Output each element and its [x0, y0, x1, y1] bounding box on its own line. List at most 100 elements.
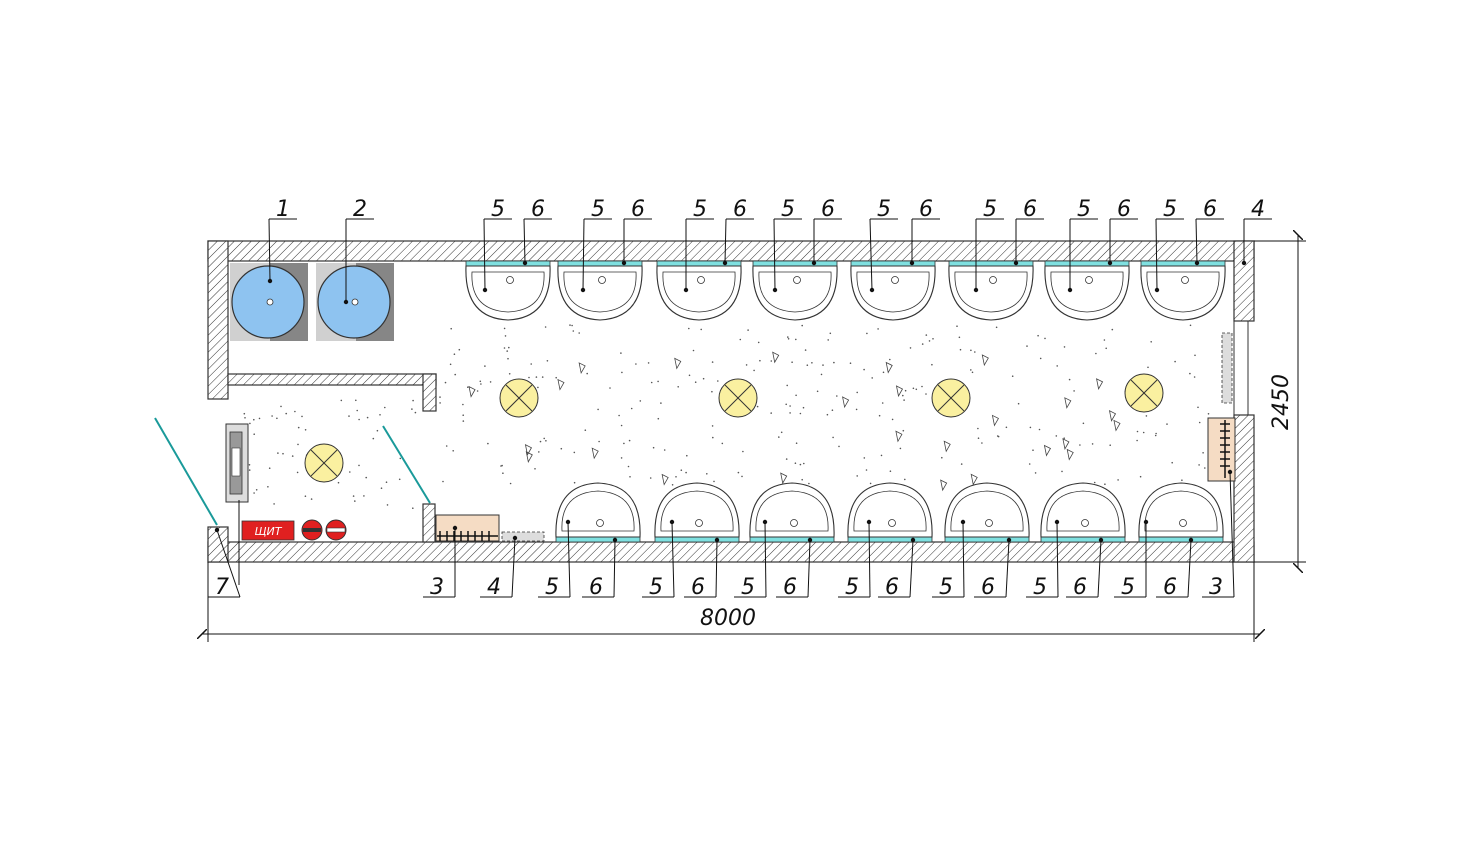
- callout-bottom: 6: [684, 537, 720, 600]
- heater-icon: [435, 514, 500, 542]
- callout-top: 5: [1067, 197, 1098, 293]
- callout-label: 5: [591, 197, 605, 222]
- callout-top: 5: [482, 197, 512, 293]
- washbasin-icon: [1044, 260, 1130, 321]
- callout-label: 6: [1203, 197, 1217, 222]
- electric-panel-icon: ЩИТ: [241, 520, 295, 541]
- ceiling-light-icon: [931, 378, 971, 418]
- callout-top: 6: [1107, 197, 1138, 266]
- wall-left-upper: [207, 240, 229, 400]
- callout-top: 5: [1154, 197, 1184, 293]
- callout-label: 1: [276, 197, 290, 222]
- radiator-small: [501, 531, 545, 542]
- callout-top: 5: [580, 197, 612, 293]
- callout-top: 5: [869, 197, 898, 293]
- callout-label: 5: [545, 575, 559, 600]
- callout-top: 6: [722, 197, 754, 266]
- callout-label: 5: [781, 197, 795, 222]
- washbasin-icon: [1140, 260, 1226, 321]
- washbasin-icon: [654, 482, 740, 543]
- callout-bottom: 5: [838, 519, 872, 600]
- callout-bottom: 5: [734, 519, 768, 600]
- callout-label: 4: [487, 575, 501, 600]
- callout-bottom: 5: [1026, 519, 1060, 600]
- callout-bottom: 3: [1202, 469, 1235, 600]
- wall-left-lower: [207, 526, 229, 563]
- washbasin-icon: [1040, 482, 1126, 543]
- callout-bottom: 6: [974, 537, 1012, 600]
- callout-label: 6: [1163, 575, 1177, 600]
- callout-label: 5: [491, 197, 505, 222]
- washbasin-icon: [1138, 482, 1224, 543]
- wall-right-lower: [1233, 414, 1255, 563]
- callout-label: 6: [1023, 197, 1037, 222]
- callout-bottom: 6: [1156, 537, 1194, 600]
- callout-bottom: 6: [582, 537, 618, 600]
- washbasin-icon: [557, 260, 643, 321]
- callout-top: 4: [1241, 197, 1272, 266]
- callout-label: 6: [631, 197, 645, 222]
- walls: [207, 240, 1255, 563]
- callout-top: 6: [811, 197, 842, 266]
- callout-label: 5: [845, 575, 859, 600]
- callout-label: 6: [919, 197, 933, 222]
- water-tank-1: [230, 263, 308, 341]
- callout-label: 5: [649, 575, 663, 600]
- washbasin-icon: [555, 482, 641, 543]
- washbasin-icon: [749, 482, 835, 543]
- callout-label: 5: [741, 575, 755, 600]
- door-swing-icon: [382, 425, 431, 504]
- callout-top: 6: [909, 197, 940, 266]
- callout-label: 2: [353, 197, 367, 222]
- ceiling-light-icon: [1124, 373, 1164, 413]
- callout-label: 5: [1033, 575, 1047, 600]
- dimension-width-label: 2450: [1269, 374, 1294, 430]
- callout-label: 6: [981, 575, 995, 600]
- washbasin-icon: [465, 260, 551, 321]
- callout-top: 6: [522, 197, 552, 266]
- callout-bottom: 5: [642, 519, 675, 600]
- callout-label: 5: [693, 197, 707, 222]
- callout-label: 3: [430, 575, 444, 600]
- callout-bottom: 6: [878, 537, 916, 600]
- callout-bottom: 5: [932, 519, 966, 600]
- callout-label: 6: [531, 197, 545, 222]
- callout-label: 7: [215, 575, 229, 600]
- callout-label: 5: [1077, 197, 1091, 222]
- callout-label: 5: [1121, 575, 1135, 600]
- callout-bottom: 5: [1114, 519, 1149, 600]
- callout-top: 6: [1194, 197, 1224, 266]
- callout-bottom: 6: [776, 537, 813, 600]
- callout-top: 2: [343, 197, 374, 305]
- callout-bottom: 4: [480, 535, 518, 600]
- callout-label: 6: [885, 575, 899, 600]
- callout-top: 5: [683, 197, 714, 293]
- callout-label: 6: [691, 575, 705, 600]
- washbasin-icon: [944, 482, 1030, 543]
- ceiling-light-icon: [304, 443, 344, 483]
- water-tank-2: [316, 263, 394, 341]
- callout-label: 5: [983, 197, 997, 222]
- callout-label: 6: [783, 575, 797, 600]
- callout-top: 5: [973, 197, 1004, 293]
- callout-bottom: 7: [208, 527, 241, 600]
- callout-label: 3: [1209, 575, 1223, 600]
- washbasin-icon: [850, 260, 936, 321]
- callout-label: 5: [939, 575, 953, 600]
- wall-top: [207, 240, 1255, 262]
- washbasin-icon: [752, 260, 838, 321]
- callout-label: 6: [821, 197, 835, 222]
- callout-label: 6: [1117, 197, 1131, 222]
- dimension-length-label: 8000: [700, 606, 756, 631]
- door-swing-icon: [154, 417, 218, 526]
- callout-label: 6: [589, 575, 603, 600]
- ceiling-light-icon: [718, 378, 758, 418]
- fire-extinguisher-1: [301, 519, 323, 541]
- callout-top: 1: [267, 197, 297, 284]
- dimension-width: [1254, 235, 1306, 568]
- callout-label: 6: [1073, 575, 1087, 600]
- washbasin-row-bottom: [555, 482, 1224, 543]
- callout-top: 5: [772, 197, 802, 293]
